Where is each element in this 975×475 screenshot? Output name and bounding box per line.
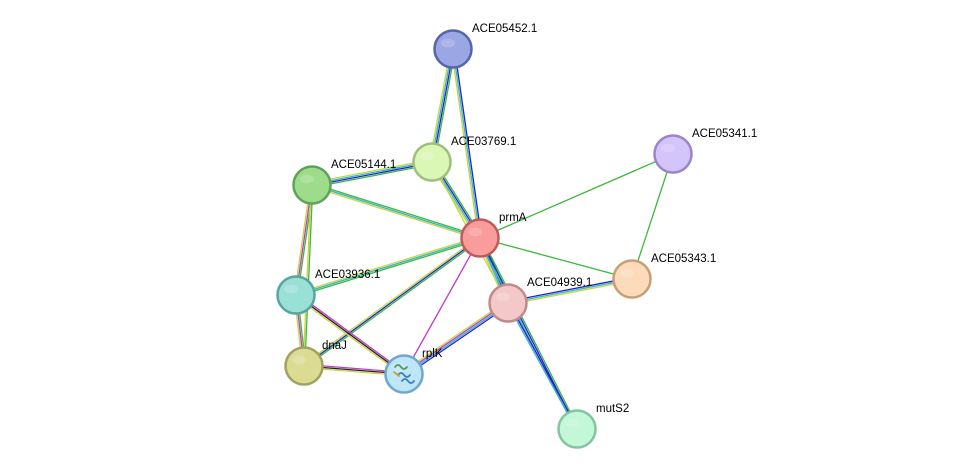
edge-prmA-rplK[interactable] <box>403 237 481 375</box>
node-label: ACE05341.1 <box>692 128 757 140</box>
edge-evidence-line <box>404 303 509 376</box>
node-highlight <box>441 38 455 48</box>
node-ACE04939.1[interactable]: ACE04939.1 <box>488 277 593 323</box>
edge-evidence-line <box>302 184 312 366</box>
node-label: rplK <box>422 348 443 360</box>
edge-evidence-line <box>295 294 405 375</box>
node-highlight <box>292 355 306 365</box>
edge-evidence-line <box>506 303 577 430</box>
edges-layer <box>293 48 674 431</box>
edge-ACE04939.1-mutS2[interactable] <box>506 302 579 430</box>
node-highlight <box>565 418 579 428</box>
node-label: ACE03936.1 <box>315 269 380 281</box>
edge-evidence-line <box>303 237 481 367</box>
node-dnaJ[interactable]: dnaJ <box>284 340 347 386</box>
node-ACE05341.1[interactable]: ACE05341.1 <box>653 128 758 174</box>
edge-evidence-line <box>403 301 508 374</box>
edge-prmA-dnaJ[interactable] <box>302 236 482 368</box>
edge-ACE05144.1-prmA[interactable] <box>311 182 481 241</box>
node-highlight <box>661 143 675 153</box>
edge-evidence-line <box>508 279 633 306</box>
edge-evidence-line <box>404 304 510 377</box>
node-highlight <box>620 268 634 278</box>
edge-prmA-ACE03936.1[interactable] <box>295 235 481 298</box>
edge-evidence-line <box>402 300 508 373</box>
node-label: ACE05144.1 <box>331 159 396 171</box>
node-ACE05144.1[interactable]: ACE05144.1 <box>292 159 397 205</box>
edge-evidence-line <box>312 182 481 238</box>
edge-evidence-line <box>296 293 406 374</box>
edge-evidence-line <box>631 153 674 280</box>
edge-ACE04939.1-ACE05343.1[interactable] <box>507 276 633 306</box>
nodes-layer: prmAACE05452.1ACE03769.1ACE05144.1ACE053… <box>276 23 758 449</box>
edge-evidence-line <box>507 278 633 304</box>
edge-evidence-line <box>312 162 433 187</box>
protein-structure-icon <box>393 364 415 384</box>
node-label: ACE04939.1 <box>527 277 592 289</box>
edge-ACE05144.1-dnaJ[interactable] <box>302 184 314 367</box>
edge-evidence-line <box>480 236 580 429</box>
edge-prmA-ACE05341.1[interactable] <box>479 153 674 239</box>
node-mutS2[interactable]: mutS2 <box>557 403 630 449</box>
node-highlight <box>420 151 434 161</box>
edge-evidence-line <box>507 276 632 303</box>
node-ACE03936.1[interactable]: ACE03936.1 <box>276 269 381 315</box>
edge-evidence-line <box>479 237 633 280</box>
edge-evidence-line <box>311 159 432 184</box>
node-highlight <box>468 227 482 237</box>
node-label: prmA <box>499 212 527 224</box>
node-circle[interactable] <box>557 409 597 449</box>
node-circle[interactable] <box>284 346 324 386</box>
edge-evidence-line <box>452 48 481 239</box>
edge-evidence-line <box>294 295 404 376</box>
node-circle[interactable] <box>460 218 500 258</box>
edge-evidence-line <box>296 238 481 298</box>
protein-structure-stroke <box>401 378 415 384</box>
node-circle[interactable] <box>433 29 473 69</box>
edge-evidence-line <box>450 49 480 239</box>
node-label: ACE05452.1 <box>472 23 537 35</box>
edge-evidence-line <box>311 184 481 239</box>
node-rplK[interactable]: rplK <box>384 348 443 394</box>
node-ACE05343.1[interactable]: ACE05343.1 <box>612 253 717 299</box>
edge-evidence-line <box>304 238 482 368</box>
edge-evidence-line <box>312 163 433 188</box>
node-circle[interactable] <box>612 259 652 299</box>
node-ACE03769.1[interactable]: ACE03769.1 <box>412 136 517 182</box>
node-highlight <box>496 292 510 302</box>
node-circle[interactable] <box>292 165 332 205</box>
node-prmA[interactable]: prmA <box>460 212 527 258</box>
edge-evidence-line <box>311 185 480 241</box>
edge-ACE03769.1-ACE05144.1[interactable] <box>311 159 433 188</box>
node-circle[interactable] <box>276 275 316 315</box>
node-label: mutS2 <box>596 403 629 415</box>
node-ACE05452.1[interactable]: ACE05452.1 <box>433 23 538 69</box>
edge-ACE05341.1-ACE05343.1[interactable] <box>631 153 674 280</box>
edge-prmA-ACE05343.1[interactable] <box>479 237 633 280</box>
protein-structure-stroke <box>394 364 408 370</box>
edge-ACE03936.1-rplK[interactable] <box>294 293 406 376</box>
edge-evidence-line <box>479 153 674 239</box>
edge-evidence-line <box>508 302 579 429</box>
edge-evidence-line <box>453 48 483 238</box>
node-circle[interactable] <box>653 134 693 174</box>
node-circle[interactable] <box>412 142 452 182</box>
node-highlight <box>300 174 314 184</box>
node-circle[interactable] <box>488 283 528 323</box>
edge-evidence-line <box>403 237 481 375</box>
edge-ACE05452.1-prmA[interactable] <box>450 48 483 239</box>
edge-evidence-line <box>302 236 480 366</box>
edge-evidence-line <box>311 160 432 185</box>
edge-ACE04939.1-rplK[interactable] <box>402 300 510 377</box>
node-label: ACE03769.1 <box>451 136 516 148</box>
node-label: ACE05343.1 <box>651 253 716 265</box>
node-label: dnaJ <box>322 340 347 352</box>
protein-structure-stroke <box>397 372 411 378</box>
edge-evidence-line <box>304 185 314 367</box>
edge-evidence-line <box>295 235 480 295</box>
node-highlight <box>284 284 298 294</box>
edge-evidence-line <box>295 237 481 296</box>
protein-structure-stroke <box>393 371 400 377</box>
